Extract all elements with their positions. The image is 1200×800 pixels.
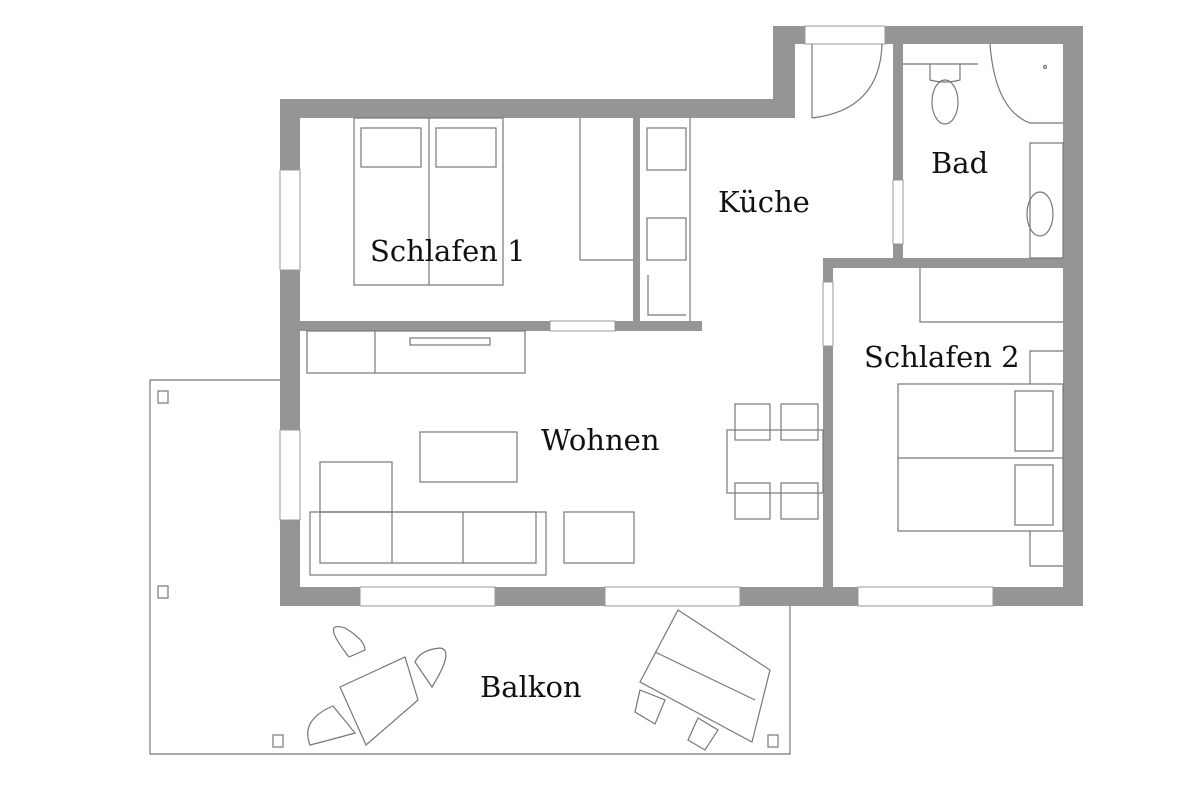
toilet-bowl	[931, 79, 959, 125]
window	[279, 429, 301, 521]
room-label-bad: Bad	[931, 146, 988, 180]
post	[157, 390, 169, 404]
sideboard	[306, 330, 526, 374]
wardrobe-schlafen-1	[579, 118, 633, 261]
post	[767, 734, 779, 748]
balcony	[149, 379, 791, 755]
room-label-kueche: Küche	[718, 185, 810, 219]
living-furniture	[306, 330, 824, 576]
entrance-door-opening	[804, 25, 886, 45]
sun-lounger	[634, 609, 771, 751]
room-label-schlafen-1: Schlafen 1	[370, 234, 526, 268]
nightstand	[1029, 350, 1063, 384]
toilet	[929, 64, 961, 83]
sofa	[309, 461, 547, 576]
window	[279, 169, 301, 271]
window	[604, 586, 741, 607]
bed-schlafen-1	[353, 117, 504, 286]
sink	[1026, 191, 1054, 237]
wardrobe-schlafen-2	[919, 268, 1063, 323]
balcony-table-set	[307, 626, 447, 746]
post	[272, 734, 284, 748]
tv	[409, 337, 491, 346]
room-label-schlafen-2: Schlafen 2	[864, 340, 1020, 374]
entrance-door	[811, 43, 883, 119]
bathroom-fixtures	[903, 43, 1064, 259]
nightstand	[1029, 531, 1063, 567]
walls	[279, 25, 1083, 607]
window	[359, 586, 496, 607]
schlafen-2-furniture	[897, 268, 1064, 567]
bath-counter	[1029, 142, 1064, 259]
room-label-balkon: Balkon	[480, 670, 582, 704]
post	[157, 585, 169, 599]
coffee-table	[419, 431, 518, 483]
window	[857, 586, 994, 607]
armchair	[563, 511, 635, 564]
shower	[989, 43, 1063, 124]
kitchen-counter	[646, 118, 691, 321]
dining-set	[726, 403, 824, 520]
room-label-wohnen: Wohnen	[541, 423, 660, 457]
